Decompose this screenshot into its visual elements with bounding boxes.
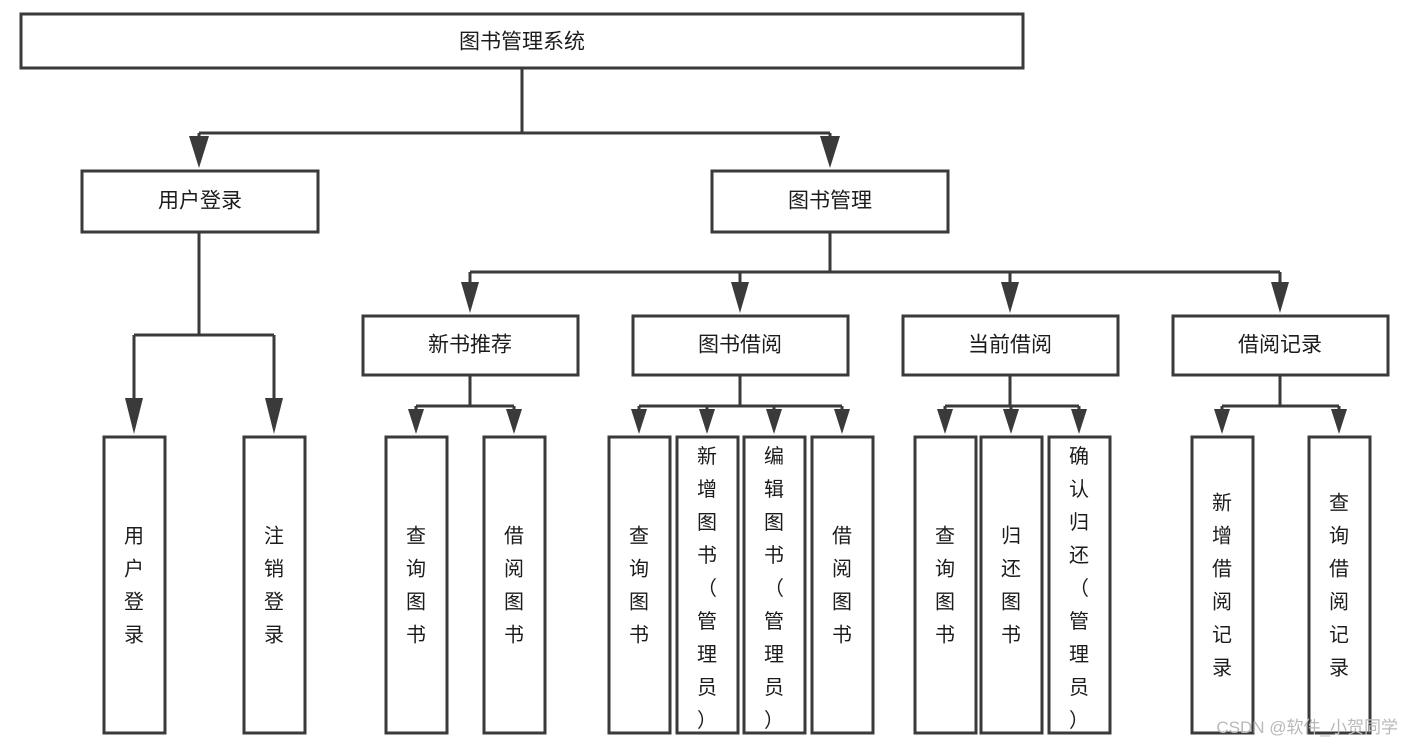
node-book-borrow[interactable]: 图书借阅 bbox=[631, 314, 850, 377]
node-user-login-box[interactable] bbox=[80, 169, 320, 234]
arrow-head-leaf-borrow-book-1 bbox=[506, 409, 522, 434]
node-leaf-add-record-label: 新增借阅记录 bbox=[1212, 492, 1232, 680]
node-leaf-query-book-3-box[interactable] bbox=[913, 435, 978, 735]
node-leaf-borrow-book-1-box[interactable] bbox=[482, 435, 547, 735]
node-leaf-edit-book[interactable]: 编辑图书（管理员） bbox=[742, 435, 807, 735]
node-borrow-record-box[interactable] bbox=[1171, 314, 1390, 377]
node-leaf-confirm-return-box[interactable] bbox=[1047, 435, 1112, 735]
node-root[interactable]: 图书管理系统 bbox=[19, 12, 1025, 70]
arrow-head-leaf-borrow-book-2 bbox=[834, 409, 850, 434]
node-current-borrow-box[interactable] bbox=[901, 314, 1120, 377]
node-book-manage-label: 图书管理 bbox=[788, 190, 872, 213]
node-current-borrow[interactable]: 当前借阅 bbox=[901, 314, 1120, 377]
arrow-head-book-borrow bbox=[731, 282, 749, 313]
node-leaf-edit-book-box[interactable] bbox=[742, 435, 807, 735]
node-leaf-user-login-label: 用户登录 bbox=[124, 526, 144, 647]
arrow-head-leaf-confirm-return bbox=[1071, 409, 1087, 434]
node-borrow-record[interactable]: 借阅记录 bbox=[1171, 314, 1390, 377]
node-leaf-return-book-box[interactable] bbox=[979, 435, 1044, 735]
node-leaf-confirm-return[interactable]: 确认归还（管理员） bbox=[1047, 435, 1112, 735]
node-book-borrow-box[interactable] bbox=[631, 314, 850, 377]
node-leaf-borrow-book-2-label: 借阅图书 bbox=[832, 525, 852, 647]
arrow-head-borrow-record bbox=[1271, 282, 1289, 313]
node-new-book-rec-box[interactable] bbox=[361, 314, 580, 377]
arrow-head-leaf-query-record bbox=[1331, 409, 1347, 434]
node-leaf-query-book-1[interactable]: 查询图书 bbox=[384, 435, 449, 735]
node-leaf-add-book-label: 新增图书（管理员） bbox=[697, 445, 717, 732]
node-leaf-query-record-label: 查询借阅记录 bbox=[1329, 492, 1349, 680]
arrow-head-leaf-query-book-1 bbox=[408, 409, 424, 434]
node-book-manage[interactable]: 图书管理 bbox=[710, 169, 950, 234]
connector-layer bbox=[125, 68, 1347, 434]
arrow-head-current-borrow bbox=[1001, 282, 1019, 313]
node-leaf-user-login-box[interactable] bbox=[102, 435, 167, 735]
node-leaf-user-logout[interactable]: 注销登录 bbox=[242, 435, 307, 735]
node-root-box[interactable] bbox=[19, 12, 1025, 70]
arrow-head-leaf-query-book-3 bbox=[937, 409, 953, 434]
node-new-book-rec[interactable]: 新书推荐 bbox=[361, 314, 580, 377]
leaf-node-layer: 用户登录 注销登录 查询图书 借阅图书 查询图书 新增图书（管理员） bbox=[102, 435, 1372, 735]
node-leaf-borrow-book-1-label: 借阅图书 bbox=[504, 525, 524, 647]
node-leaf-confirm-return-label: 确认归还（管理员） bbox=[1069, 445, 1089, 732]
arrow-head-user-login bbox=[189, 136, 209, 168]
node-leaf-user-logout-box[interactable] bbox=[242, 435, 307, 735]
node-leaf-query-book-1-label: 查询图书 bbox=[406, 525, 426, 647]
node-root-label: 图书管理系统 bbox=[459, 31, 585, 54]
arrow-head-leaf-edit-book bbox=[766, 409, 782, 434]
arrow-head-leaf-user-logout bbox=[265, 398, 283, 434]
node-leaf-query-book-1-box[interactable] bbox=[384, 435, 449, 735]
arrow-head-book-manage bbox=[820, 136, 840, 168]
node-leaf-return-book-label: 归还图书 bbox=[1001, 525, 1021, 647]
node-book-manage-box[interactable] bbox=[710, 169, 950, 234]
node-leaf-query-book-2-label: 查询图书 bbox=[629, 525, 649, 647]
node-leaf-borrow-book-1[interactable]: 借阅图书 bbox=[482, 435, 547, 735]
node-leaf-user-logout-label: 注销登录 bbox=[264, 525, 284, 647]
arrow-head-leaf-user-login bbox=[125, 398, 143, 434]
node-user-login[interactable]: 用户登录 bbox=[80, 169, 320, 234]
arrow-head-leaf-return-book bbox=[1003, 409, 1019, 434]
arrow-head-new-book-rec bbox=[461, 282, 479, 313]
arrow-head-leaf-add-record bbox=[1214, 409, 1230, 434]
node-leaf-query-record[interactable]: 查询借阅记录 bbox=[1307, 435, 1372, 735]
node-leaf-add-record-box[interactable] bbox=[1190, 435, 1255, 735]
node-leaf-borrow-book-2-box[interactable] bbox=[810, 435, 875, 735]
node-leaf-edit-book-label: 编辑图书（管理员） bbox=[764, 445, 784, 732]
node-leaf-query-record-box[interactable] bbox=[1307, 435, 1372, 735]
node-leaf-add-book[interactable]: 新增图书（管理员） bbox=[675, 435, 740, 735]
node-leaf-add-book-box[interactable] bbox=[675, 435, 740, 735]
node-leaf-add-record[interactable]: 新增借阅记录 bbox=[1190, 435, 1255, 735]
arrow-head-leaf-add-book bbox=[699, 409, 715, 434]
node-borrow-record-label: 借阅记录 bbox=[1238, 334, 1322, 357]
node-leaf-query-book-3[interactable]: 查询图书 bbox=[913, 435, 978, 735]
node-leaf-user-login[interactable]: 用户登录 bbox=[102, 435, 167, 735]
node-leaf-query-book-2-box[interactable] bbox=[607, 435, 672, 735]
node-leaf-query-book-2[interactable]: 查询图书 bbox=[607, 435, 672, 735]
node-new-book-rec-label: 新书推荐 bbox=[428, 334, 512, 357]
node-leaf-borrow-book-2[interactable]: 借阅图书 bbox=[810, 435, 875, 735]
node-user-login-label: 用户登录 bbox=[158, 190, 242, 213]
node-book-borrow-label: 图书借阅 bbox=[698, 334, 782, 357]
node-leaf-query-book-3-label: 查询图书 bbox=[935, 525, 955, 647]
node-current-borrow-label: 当前借阅 bbox=[968, 334, 1052, 357]
arrow-head-leaf-query-book-2 bbox=[631, 409, 647, 434]
node-leaf-return-book[interactable]: 归还图书 bbox=[979, 435, 1044, 735]
csdn-watermark: CSDN @软件_小贺同学 bbox=[1216, 718, 1398, 737]
